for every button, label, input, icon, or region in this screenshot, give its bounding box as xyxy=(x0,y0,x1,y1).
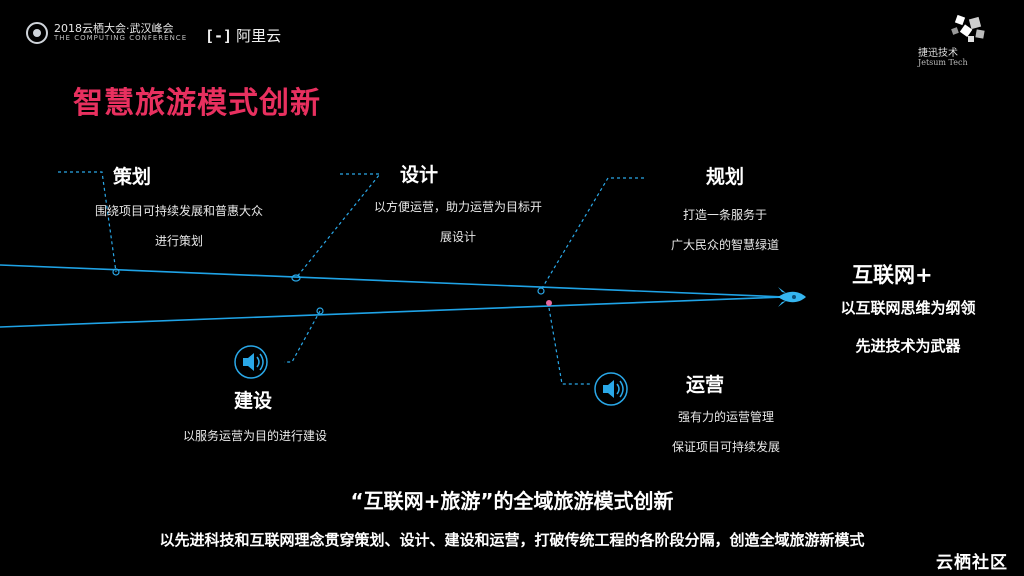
layout-line-2: 广大民众的智慧绿道 xyxy=(670,238,779,252)
leader-layout xyxy=(540,177,644,291)
layout-title: 规划 xyxy=(706,166,745,188)
leader-operation xyxy=(547,301,590,385)
layout-desc: 打造一条服务于 广大民众的智慧绿道 xyxy=(640,200,810,260)
leader-planning xyxy=(58,171,117,273)
jetsum-mark-icon xyxy=(951,14,985,42)
jetsum-en: Jetsum Tech xyxy=(918,58,968,67)
slide-subtitle: “互联网+旅游”的全域旅游模式创新 xyxy=(350,489,674,513)
brand-logo: 云栖社区 xyxy=(936,553,1008,573)
layout-line-1: 打造一条服务于 xyxy=(682,208,767,222)
leader-design xyxy=(295,173,382,279)
planning-line-1: 围绕项目可持续发展和普惠大众 xyxy=(94,204,263,218)
aliyun-logo: [-] 阿里云 xyxy=(205,25,281,46)
conference-logo: 2018云栖大会·武汉峰会 THE COMPUTING CONFERENCE xyxy=(26,22,187,44)
design-title: 设计 xyxy=(400,164,439,186)
timeline-line-upper xyxy=(0,264,786,298)
conference-title: 2018云栖大会·武汉峰会 xyxy=(54,22,174,36)
internet-plus-line-1: 以互联网思维为纲领 xyxy=(840,299,976,317)
node-construction xyxy=(316,307,324,315)
operation-desc: 强有力的运营管理 保证项目可持续发展 xyxy=(646,402,806,462)
speaker-icon xyxy=(594,372,628,406)
internet-plus-line-2: 先进技术为武器 xyxy=(855,337,961,355)
planning-title: 策划 xyxy=(113,166,152,188)
jetsum-cn: 捷迅技术 xyxy=(918,48,958,59)
operation-line-1: 强有力的运营管理 xyxy=(677,410,774,424)
timeline-line-lower xyxy=(0,296,786,328)
conference-mark-icon xyxy=(26,22,48,44)
operation-line-2: 保证项目可持续发展 xyxy=(671,440,780,454)
design-line-1: 以方便运营，助力运营为目标开 xyxy=(373,200,542,214)
construction-title: 建设 xyxy=(234,390,273,412)
conference-subtitle: THE COMPUTING CONFERENCE xyxy=(54,34,188,43)
rocket-icon xyxy=(778,287,806,307)
aliyun-bracket-icon: [-] xyxy=(205,26,233,45)
aliyun-name: 阿里云 xyxy=(236,27,282,45)
page-title: 智慧旅游模式创新 xyxy=(73,86,321,121)
internet-plus-title: 互联网+ xyxy=(852,263,933,287)
speaker-icon xyxy=(234,345,268,379)
design-line-2: 展设计 xyxy=(439,230,476,244)
jetsum-logo: 捷迅技术 Jetsum Tech xyxy=(918,14,996,68)
node-layout xyxy=(537,287,545,295)
planning-line-2: 进行策划 xyxy=(154,234,203,248)
internet-plus-desc: 以互联网思维为纲领 先进技术为武器 xyxy=(808,289,1008,365)
node-design xyxy=(291,274,301,282)
slide-footer: 以先进科技和互联网理念贯穿策划、设计、建设和运营，打破传统工程的各阶段分隔，创造… xyxy=(159,531,865,549)
construction-desc: 以服务运营为目的进行建设 xyxy=(150,421,360,451)
design-desc: 以方便运营，助力运营为目标开 展设计 xyxy=(346,192,570,252)
node-operation xyxy=(546,300,552,306)
node-planning xyxy=(112,268,120,276)
construction-line-1: 以服务运营为目的进行建设 xyxy=(182,429,327,443)
operation-title: 运营 xyxy=(686,374,725,396)
planning-desc: 围绕项目可持续发展和普惠大众 进行策划 xyxy=(64,196,294,256)
leader-construction xyxy=(284,310,321,363)
